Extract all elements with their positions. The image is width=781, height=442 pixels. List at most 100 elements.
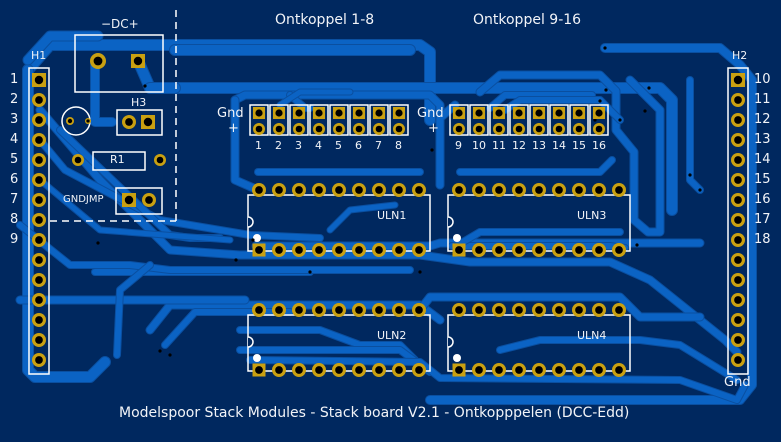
drill-hole [35,196,43,204]
drill-hole [35,96,43,104]
via [234,258,238,262]
h2-pin-label: 12 [754,112,771,127]
drill-hole [455,366,463,374]
copper-trace-fill [114,262,153,358]
drill-hole [415,306,423,314]
via [698,188,702,192]
drill-hole [355,246,363,254]
j-right-pin-label: 12 [512,139,526,152]
drill-hole [35,216,43,224]
drill-hole [395,109,403,117]
drill-hole [595,246,603,254]
uln4-notch [447,336,454,348]
h1-pin-label: 5 [10,152,19,167]
left-bus-bottom-fill [23,65,110,382]
drill-hole [575,366,583,374]
copper-trace-fill [247,357,748,403]
drill-hole [555,186,563,194]
h3-outline [116,109,163,136]
drill-hole [575,186,583,194]
h2-pin-label: 16 [754,192,771,207]
drill-hole [275,246,283,254]
drill-hole [395,186,403,194]
drill-hole [143,117,153,127]
h2-pin-label: 14 [754,152,771,167]
copper-trace-fill [497,337,740,383]
copper-trace-fill [487,92,595,111]
drill-hole [495,186,503,194]
drill-hole [315,246,323,254]
drill-hole [375,125,383,133]
drill-hole [315,366,323,374]
drill-hole [295,109,303,117]
drill-hole [595,366,603,374]
drill-hole [515,246,523,254]
drill-hole [475,246,483,254]
drill-hole [535,246,543,254]
h1-pin-label: 3 [10,112,19,127]
drill-hole [375,186,383,194]
drill-hole [575,246,583,254]
drill-hole [35,156,43,164]
drill-hole [455,186,463,194]
drill-hole [734,116,742,124]
drill-hole [515,186,523,194]
drill-hole [35,236,43,244]
section-label-left: Ontkoppel 1-8 [275,12,375,28]
drill-hole [93,56,103,66]
h1-pin-label: 7 [10,192,19,207]
copper-trace-fill [455,229,623,248]
drill-hole [375,109,383,117]
via [688,173,692,177]
via [418,270,422,274]
h2-ref-label: H2 [732,49,748,62]
drill-hole [495,246,503,254]
drill-hole [515,366,523,374]
dc-connector-label: −DC+ [101,17,139,31]
drill-hole [355,186,363,194]
drill-hole [455,125,463,133]
j-right-pin-label: 11 [492,139,506,152]
h1-pin-label: 4 [10,132,19,147]
drill-hole [35,136,43,144]
via [251,238,255,242]
uln3-ref-label: ULN3 [577,209,607,222]
drill-hole [355,109,363,117]
drill-hole [295,186,303,194]
copper-trace-fill [416,293,704,321]
drill-hole [255,125,263,133]
drill-hole [475,366,483,374]
drill-hole [145,196,153,204]
drill-hole [335,366,343,374]
via [643,109,647,113]
copper-trace-fill [457,157,615,175]
h1-pin-label: 9 [10,232,19,247]
r1-ref-label: R1 [110,153,125,166]
section-label-right: Ontkoppel 9-16 [473,12,582,28]
drill-hole [335,125,343,133]
drill-hole [615,306,623,314]
drill-hole [734,356,742,364]
drill-hole [495,125,503,133]
drill-hole [355,306,363,314]
drill-hole [595,125,603,133]
drill-hole [733,75,743,85]
copper-trace-fill [687,77,703,193]
drill-hole [734,196,742,204]
drill-hole [34,75,44,85]
h2-pin-label: 13 [754,132,771,147]
drill-hole [495,306,503,314]
drill-hole [295,125,303,133]
j-left-gnd-label: Gnd [217,106,244,121]
drill-hole [124,195,134,205]
drill-hole [35,356,43,364]
drill-hole [734,156,742,164]
drill-hole [535,125,543,133]
rail-upper-fill [135,60,677,215]
drill-hole [315,125,323,133]
drill-hole [455,109,463,117]
drill-hole [395,306,403,314]
drill-hole [535,109,543,117]
j-right-pin-label: 13 [532,139,546,152]
